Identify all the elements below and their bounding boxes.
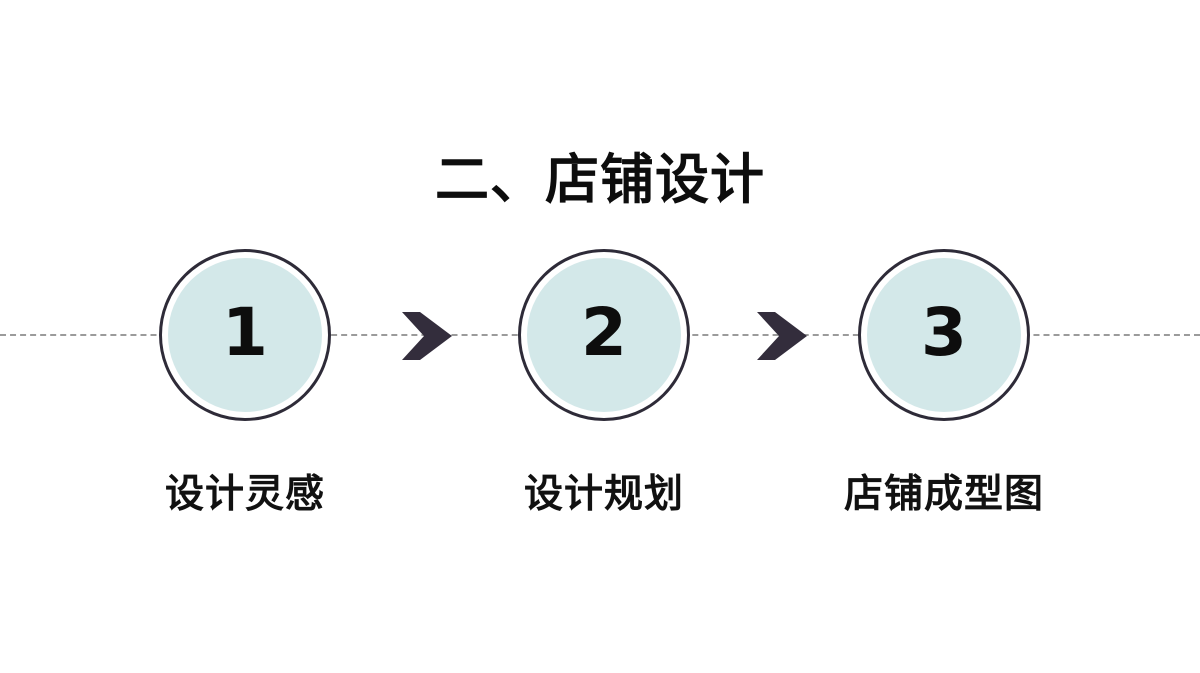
step-label-1: 设计灵感	[164, 472, 325, 517]
step-marker-3[interactable]: 3	[858, 249, 1030, 421]
step-disc-3	[867, 258, 1021, 412]
step-label-2: 设计规划	[523, 472, 684, 517]
step-number-1: 1	[222, 294, 268, 371]
page-title: 二、店铺设计	[435, 148, 765, 212]
step-label-3: 店铺成型图	[843, 472, 1044, 517]
step-marker-2[interactable]: 2	[518, 249, 690, 421]
step-number-3: 3	[921, 294, 967, 371]
step-number-2: 2	[581, 294, 627, 371]
chevron-right-icon	[757, 308, 809, 364]
step-disc-2	[527, 258, 681, 412]
chevron-right-icon	[402, 308, 454, 364]
step-marker-1[interactable]: 1	[159, 249, 331, 421]
step-disc-1	[168, 258, 322, 412]
